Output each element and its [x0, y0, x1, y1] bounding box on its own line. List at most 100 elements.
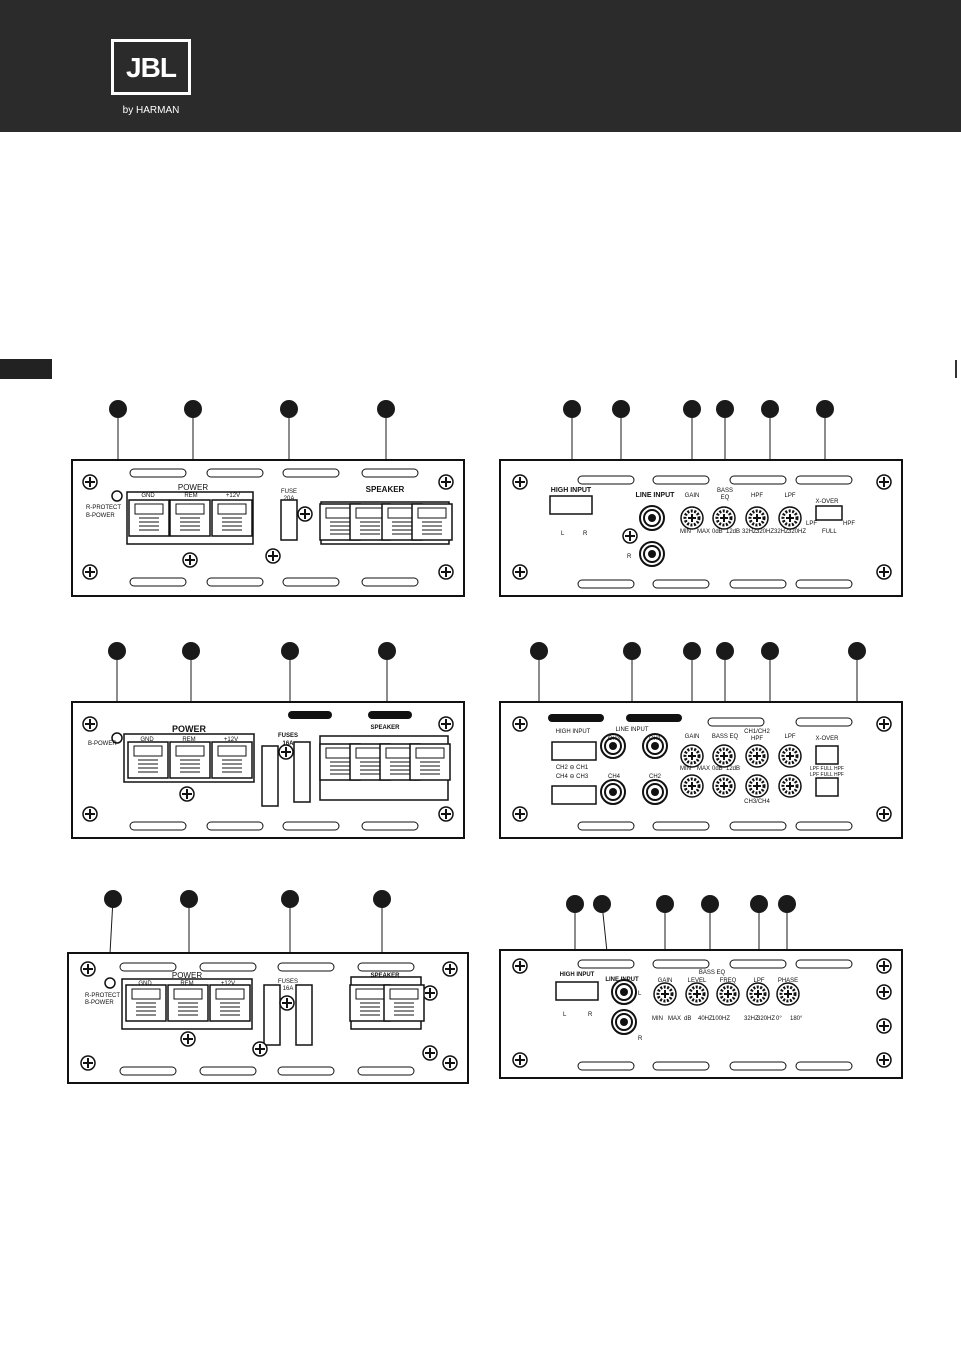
p6-r-label: R [638, 1036, 643, 1042]
p6-scale-db: dB [684, 1016, 691, 1022]
p2-line-label: LINE INPUT [636, 492, 676, 499]
p4-lpf-label: LPF [784, 734, 795, 740]
svg-text:JBL: JBL [126, 52, 177, 83]
p6-hi-l: L [563, 1012, 567, 1018]
p4-ch1-label: CH1 [649, 736, 662, 742]
p6-phase-label: PHASE [778, 978, 798, 984]
svg-text:by HARMAN: by HARMAN [123, 105, 180, 116]
section-tab [0, 359, 52, 379]
p5-speaker-label: SPEAKER [370, 973, 400, 979]
p4-ch3-label: CH3 [608, 736, 621, 742]
p1-12v-label: +12V [226, 493, 240, 499]
p6-scale-40: 40HZ [698, 1016, 713, 1022]
panel-5 [67, 952, 469, 1084]
p4-scale-0db: 0dB [712, 766, 723, 772]
p1-rem-label: REM [184, 493, 197, 499]
p3-power-label: POWER [172, 724, 207, 734]
p3-rem-label: REM [182, 737, 195, 743]
p2-xo-lpf: LPF [806, 521, 817, 527]
p2-r-label: R [627, 554, 632, 560]
p2-basseq-label-2: EQ [721, 495, 730, 501]
p4-hi-l1: CH2 ⊖ CH1 [556, 765, 589, 771]
p1-led-label-2: B-POWER [86, 513, 115, 519]
p2-gain-min: MIN [680, 529, 691, 535]
p6-scale-100: 100HZ [712, 1016, 730, 1022]
panel-6 [499, 949, 903, 1079]
p6-freq-label: FREQ [720, 978, 737, 984]
p5-power-label: POWER [172, 971, 202, 980]
p6-basseq-label: BASS EQ [699, 970, 726, 976]
p1-speaker-label: SPEAKER [366, 485, 405, 494]
p4-ch34-label: CH3/CH4 [744, 799, 770, 805]
p4-xo-line-2: LPF FULL HPF [810, 772, 844, 778]
p4-xover-label: X-OVER [815, 736, 839, 742]
p2-l-label: L [561, 531, 565, 537]
p1-fuse-label-1: FUSE [281, 489, 297, 495]
p2-bass-0: 0dB [712, 529, 723, 535]
p2-r2-label: R [583, 531, 588, 537]
p4-ch4-label: CH4 [608, 774, 621, 780]
panel-2 [499, 459, 903, 597]
p6-gain-label: GAIN [658, 978, 673, 984]
p6-scale-180: 180° [790, 1016, 803, 1022]
p4-scale-12db: 12dB [726, 766, 740, 772]
p4-high-label: HIGH INPUT [556, 729, 591, 735]
p2-xo-hpf: HPF [843, 521, 855, 527]
p3-gnd-label: GND [140, 737, 154, 743]
p6-scale-32: 32HZ [744, 1016, 759, 1022]
page-header: JBL by HARMAN [0, 0, 961, 132]
p2-lpf-32: 32HZ [774, 529, 789, 535]
p4-scale-max: MAX [697, 766, 710, 772]
p2-lpf-320: 320HZ [788, 529, 806, 535]
panel-1 [71, 459, 465, 597]
p2-hpf-320: 320HZ [756, 529, 774, 535]
p5-fuses-2: 16A [283, 986, 294, 992]
p3-speaker-label: SPEAKER [370, 725, 400, 731]
p4-ch2-label: CH2 [649, 774, 662, 780]
p6-hi-r: R [588, 1012, 593, 1018]
p4-ch12hpf-1: CH1/CH2 [744, 729, 770, 735]
p6-line-label: LINE INPUT [605, 977, 639, 983]
p6-l-label: L [638, 991, 642, 997]
p2-high-label: HIGH INPUT [551, 487, 592, 494]
panel-3 [71, 701, 465, 839]
p5-led-1: R-PROTECT [85, 993, 120, 999]
p5-gnd-label: GND [138, 981, 152, 987]
edge-mark [955, 360, 957, 378]
p2-xo-full: FULL [822, 529, 837, 535]
p4-line-label: LINE INPUT [615, 727, 648, 733]
p2-gain-max: MAX [697, 529, 710, 535]
p1-led-label-1: R-PROTECT [86, 505, 121, 511]
p3-fuses-label-2: 16A [282, 741, 294, 747]
p1-fuse-label-2: 20A [284, 496, 295, 502]
p6-scale-320: 320HZ [757, 1016, 775, 1022]
p2-lpf-label: LPF [784, 493, 795, 499]
p1-power-label: POWER [178, 483, 208, 492]
p4-scale-min: MIN [680, 766, 691, 772]
p3-led-label: B-POWER [88, 741, 117, 747]
jbl-harman-logo: JBL by HARMAN [111, 39, 191, 118]
p6-level-label: LEVEL [688, 978, 707, 984]
p6-scale-min: MIN [652, 1016, 663, 1022]
p3-fuses-label-1: FUSES [278, 733, 298, 739]
p2-gain-label: GAIN [685, 493, 700, 499]
p6-lpf-label: LPF [753, 978, 764, 984]
p6-scale-max: MAX [668, 1016, 681, 1022]
p5-rem-label: REM [180, 981, 193, 987]
p4-xo-line-1: LPF FULL HPF [810, 766, 844, 772]
p4-ch12hpf-2: HPF [751, 736, 763, 742]
p2-hpf-label: HPF [751, 493, 763, 499]
p6-scale-0deg: 0° [776, 1016, 782, 1022]
p5-led-2: B-POWER [85, 1000, 114, 1006]
p4-basseq-label: BASS EQ [712, 734, 739, 740]
p6-high-label: HIGH INPUT [560, 972, 595, 978]
panel-4 [499, 701, 903, 839]
p4-hi-l2: CH4 ⊖ CH3 [556, 774, 589, 780]
p5-fuses-1: FUSES [278, 979, 298, 985]
p2-hpf-32: 32HZ [742, 529, 757, 535]
p2-xover-label: X-OVER [815, 499, 839, 505]
p5-12v-label: +12V [221, 981, 235, 987]
